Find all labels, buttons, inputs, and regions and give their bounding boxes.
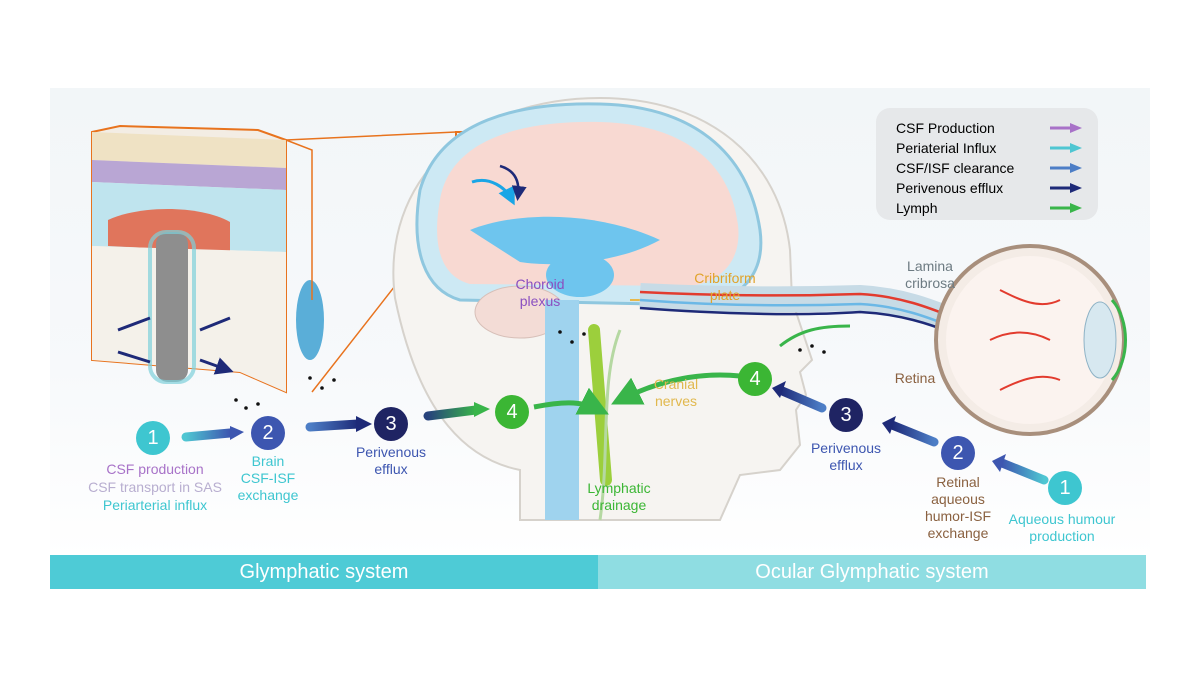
step-2-description: Brain CSF-ISF exchange <box>237 453 299 503</box>
tissue-block-illustration <box>91 124 324 394</box>
ocular-glymphatic-system-band: Ocular Glymphatic system <box>598 555 1146 589</box>
waste-particles <box>234 330 826 410</box>
step-3-description: Perivenous efflux <box>355 444 427 477</box>
arrow-icon <box>1050 163 1082 173</box>
label-lymphatic-drainage: Lymphatic drainage <box>587 480 651 513</box>
legend-item-csf-production: CSF Production <box>896 120 995 136</box>
ocular-step-2-badge: 2 <box>941 436 975 470</box>
periarterial-influx-text: Periarterial influx <box>102 497 208 513</box>
step-3-badge: 3 <box>374 407 408 441</box>
arrow-icon <box>1050 123 1082 133</box>
ocular-step-2-description: Retinal aqueous humor-ISF exchange <box>924 474 992 541</box>
step-1-description: CSF production CSF transport in SAS Peri… <box>70 460 240 514</box>
glymphatic-system-band: Glymphatic system <box>50 555 598 589</box>
csf-transport-text: CSF transport in SAS <box>88 479 222 495</box>
step-2-badge: 2 <box>251 416 285 450</box>
ocular-step-3-badge: 3 <box>829 398 863 432</box>
eye-illustration <box>934 244 1127 436</box>
arrow-icon <box>1050 183 1082 193</box>
legend: CSF Production Periaterial Influx CSF/IS… <box>876 108 1098 220</box>
label-retina: Retina <box>894 370 936 386</box>
legend-item-lymph: Lymph <box>896 200 938 216</box>
workflow-arrows <box>181 372 1049 485</box>
label-cranial-nerves: Cranial nerves <box>653 376 699 409</box>
step-1-badge: 1 <box>136 421 170 455</box>
label-cribriform-plate: Cribriform plate <box>694 270 756 303</box>
label-choroid-plexus: Choroid plexus <box>515 276 565 309</box>
arrow-icon <box>1050 143 1082 153</box>
legend-item-periarterial-influx: Periaterial Influx <box>896 140 997 156</box>
ocular-step-1-description: Aqueous humour production <box>1008 511 1116 544</box>
step-4-badge: 4 <box>495 395 529 429</box>
label-lamina-cribrosa: Lamina cribrosa <box>905 258 955 291</box>
ocular-step-1-badge: 1 <box>1048 471 1082 505</box>
ocular-step-3-description: Perivenous efflux <box>810 440 882 473</box>
csf-production-text: CSF production <box>106 461 204 477</box>
ocular-step-4-badge: 4 <box>738 362 772 396</box>
arrow-icon <box>1050 203 1082 213</box>
optic-nerve-illustration <box>639 283 960 348</box>
legend-item-perivenous-efflux: Perivenous efflux <box>896 180 1004 196</box>
legend-item-clearance: CSF/ISF clearance <box>896 160 1015 176</box>
